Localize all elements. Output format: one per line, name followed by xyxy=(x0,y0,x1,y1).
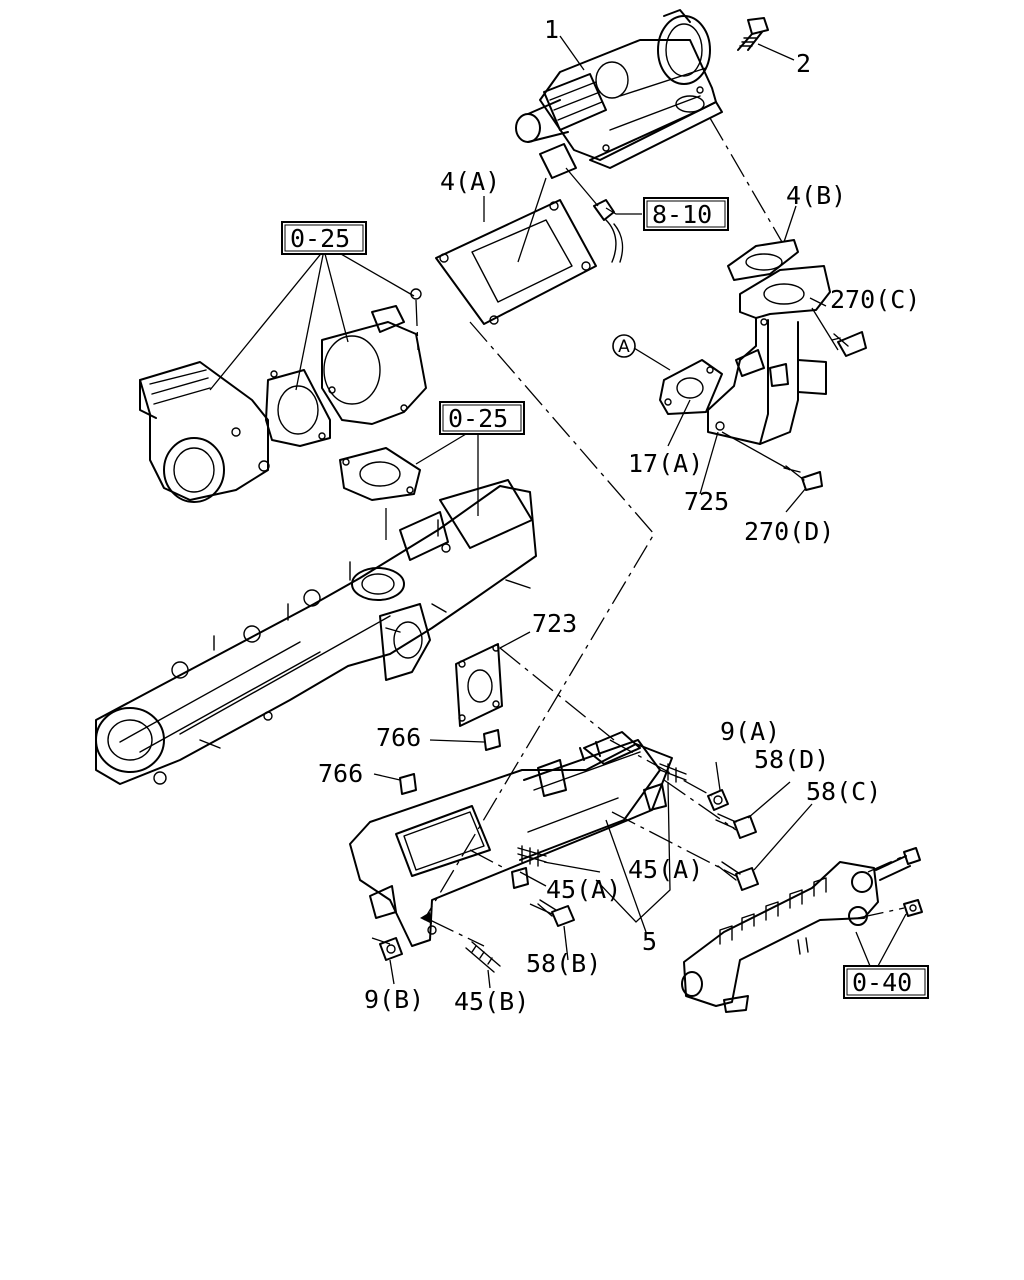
label-58c: 58(C) xyxy=(806,777,881,806)
ref-0-25-mid-text: 0-25 xyxy=(448,404,508,433)
label-9b: 9(B) xyxy=(364,985,424,1014)
egr-valve xyxy=(515,9,723,263)
egr-cooler-5 xyxy=(349,731,673,947)
ref-0-25-top-text: 0-25 xyxy=(290,224,350,253)
stud-45a xyxy=(517,763,687,867)
bolt-58c xyxy=(717,861,759,891)
label-45a-right: 45(A) xyxy=(628,855,703,884)
label-1: 1 xyxy=(544,15,559,44)
gasket-17a xyxy=(659,359,723,415)
part-labels: 1 2 4(A) 4(B) 270(C) 17(A) 725 270(D) 72… xyxy=(318,15,920,1016)
label-766-lower: 766 xyxy=(318,759,363,788)
bolt-270c xyxy=(831,331,867,357)
label-723: 723 xyxy=(532,609,577,638)
intake-gasket xyxy=(339,447,421,501)
spacer-766-upper xyxy=(483,729,501,751)
label-45a-left: 45(A) xyxy=(546,875,621,904)
throttle-adapter xyxy=(321,288,427,425)
ref-box-0-25-top: 0-25 xyxy=(281,221,367,255)
label-58d: 58(D) xyxy=(754,745,829,774)
gasket-4a xyxy=(435,199,597,325)
label-270d: 270(D) xyxy=(744,517,834,546)
bolt-2 xyxy=(737,17,769,51)
label-58b: 58(B) xyxy=(526,949,601,978)
ref-box-0-25-mid: 0-25 xyxy=(439,401,525,435)
label-4a: 4(A) xyxy=(440,167,500,196)
gasket-723 xyxy=(455,643,503,727)
bolt-58d xyxy=(715,813,757,839)
ref-box-8-10: 8-10 xyxy=(643,197,729,231)
leader-lines xyxy=(209,35,907,989)
label-270c: 270(C) xyxy=(830,285,920,314)
fuel-rail xyxy=(681,847,923,1013)
stud-45b xyxy=(465,941,501,973)
circle-marker-a-text: A xyxy=(618,337,630,357)
label-766-upper: 766 xyxy=(376,723,421,752)
spacer-766-lower xyxy=(399,773,417,795)
ref-box-0-40: 0-40 xyxy=(843,965,929,999)
label-45b: 45(B) xyxy=(454,987,529,1016)
throttle-gasket xyxy=(265,369,331,447)
ref-8-10-text: 8-10 xyxy=(652,200,712,229)
label-4b: 4(B) xyxy=(786,181,846,210)
bolt-58b xyxy=(537,899,575,927)
label-9a: 9(A) xyxy=(720,717,780,746)
throttle-body xyxy=(139,361,270,503)
label-5: 5 xyxy=(642,927,657,956)
nut-9a xyxy=(707,789,729,811)
nut-9b xyxy=(379,937,403,961)
egr-pipe-assembly xyxy=(707,239,831,445)
circle-marker-a: A xyxy=(612,334,636,358)
label-2: 2 xyxy=(796,49,811,78)
ref-0-40-text: 0-40 xyxy=(852,968,912,997)
intake-manifold xyxy=(95,479,537,785)
label-17a: 17(A) xyxy=(628,449,703,478)
alignment-lines xyxy=(371,117,905,947)
label-725: 725 xyxy=(684,487,729,516)
